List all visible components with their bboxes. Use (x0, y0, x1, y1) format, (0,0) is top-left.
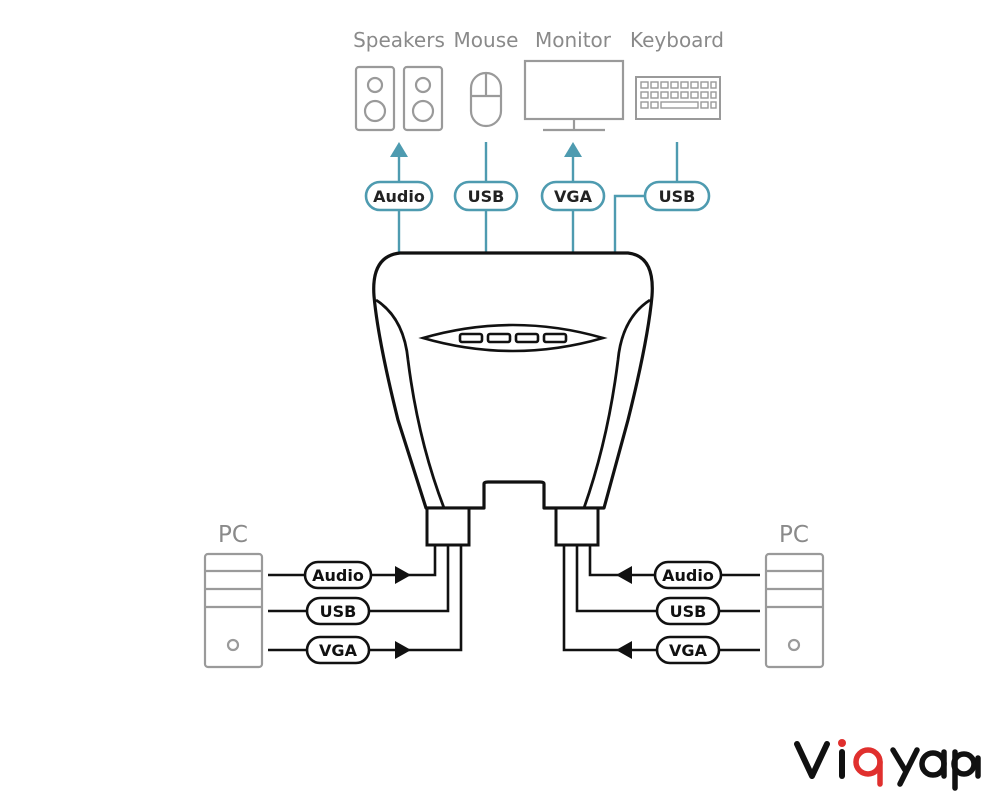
top-usb-keyboard-pill: USB (643, 180, 711, 212)
left-vga-label: VGA (319, 641, 358, 660)
left-audio-arrow-icon (395, 566, 411, 584)
monitor-arrow-icon (564, 142, 582, 157)
right-vga-label: VGA (669, 641, 708, 660)
right-audio-pill: Audio (653, 560, 723, 590)
mouse-label: Mouse (454, 28, 519, 52)
top-audio-pill: Audio (364, 180, 434, 212)
monitor-icon (523, 59, 625, 132)
left-cable-connector (425, 506, 471, 547)
left-vga-cable (268, 545, 463, 652)
right-cable-connector (554, 506, 600, 547)
left-pc-label: PC (218, 522, 248, 548)
right-vga-pill: VGA (655, 635, 721, 665)
left-audio-pill: Audio (303, 560, 373, 590)
left-audio-label: Audio (312, 566, 364, 585)
top-vga-pill: VGA (540, 180, 606, 212)
right-usb-pill: USB (655, 596, 721, 626)
right-pc-tower-icon (764, 552, 825, 669)
top-usb-mouse-label: USB (468, 187, 505, 206)
left-vga-arrow-icon (395, 641, 411, 659)
left-vga-pill: VGA (305, 635, 371, 665)
right-usb-label: USB (670, 602, 707, 621)
right-vga-cable (562, 545, 760, 652)
top-usb-mouse-pill: USB (453, 180, 519, 212)
speakers-icon (354, 65, 444, 132)
left-pc-tower-icon (203, 552, 264, 669)
mouse-icon (469, 71, 503, 128)
right-pc-label: PC (779, 522, 809, 548)
kvm-switch (372, 251, 654, 510)
keyboard-icon (635, 76, 721, 120)
left-usb-pill: USB (305, 596, 371, 626)
right-audio-arrow-icon (616, 566, 632, 584)
right-audio-label: Audio (662, 566, 714, 585)
keyboard-label: Keyboard (630, 28, 724, 52)
top-audio-label: Audio (373, 187, 425, 206)
top-usb-keyboard-label: USB (659, 187, 696, 206)
left-usb-label: USB (320, 602, 357, 621)
speakers-arrow-icon (390, 142, 408, 157)
monitor-label: Monitor (535, 28, 612, 52)
brand-logo (794, 739, 981, 791)
switch-front-panel (418, 323, 608, 353)
top-vga-label: VGA (554, 187, 593, 206)
speakers-label: Speakers (353, 28, 445, 52)
right-vga-arrow-icon (616, 641, 632, 659)
